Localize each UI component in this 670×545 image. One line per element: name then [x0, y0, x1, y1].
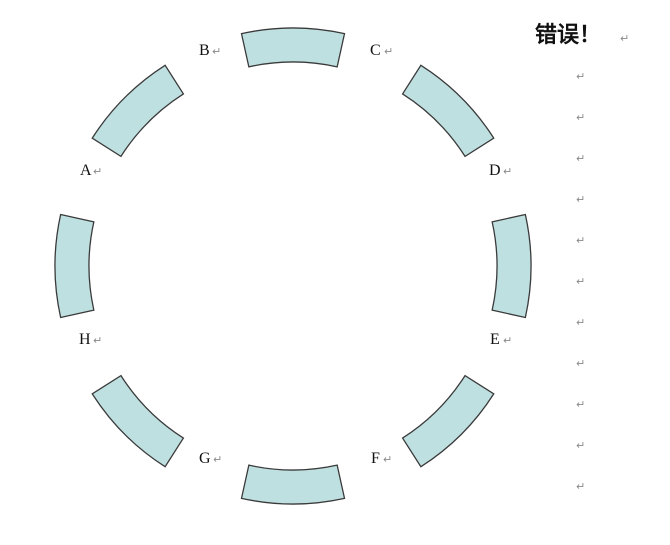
label-c: C: [370, 42, 381, 59]
paragraph-return-mark: ↵: [576, 398, 585, 411]
paragraph-return-mark: ↵: [576, 357, 585, 370]
segment-labels: A ↵ B ↵ C ↵ D ↵ E ↵ F ↵ G ↵ H ↵: [79, 42, 512, 467]
paragraph-return-mark: ↵: [576, 439, 585, 452]
label-g: G: [199, 450, 211, 467]
paragraph-return-mark: ↵: [576, 275, 585, 288]
error-return-mark: ↵: [620, 32, 629, 45]
ring-segment: [91, 374, 185, 468]
ring-segment: [54, 213, 95, 319]
label-g-return-mark: ↵: [213, 453, 222, 466]
label-f-return-mark: ↵: [383, 453, 392, 466]
label-e-return-mark: ↵: [503, 334, 512, 347]
label-d-return-mark: ↵: [503, 165, 512, 178]
ring-segments: [54, 27, 532, 505]
paragraph-return-mark: ↵: [576, 316, 585, 329]
label-d: D: [489, 162, 501, 179]
label-b-return-mark: ↵: [212, 45, 221, 58]
label-c-return-mark: ↵: [384, 45, 393, 58]
ring-segment: [240, 27, 346, 68]
ring-segment: [401, 374, 495, 468]
paragraph-return-mark: ↵: [576, 152, 585, 165]
error-heading: 错误！: [535, 22, 601, 48]
ring-segment: [91, 64, 185, 158]
label-h: H: [79, 331, 91, 348]
paragraph-marks-column: ↵ ↵ ↵ ↵ ↵ ↵ ↵ ↵ ↵ ↵ ↵: [576, 70, 585, 493]
ring-segment: [491, 213, 532, 319]
label-h-return-mark: ↵: [93, 334, 102, 347]
label-e: E: [490, 331, 500, 348]
label-a: A: [80, 162, 92, 179]
paragraph-return-mark: ↵: [576, 70, 585, 83]
label-f: F: [371, 450, 380, 467]
label-a-return-mark: ↵: [93, 165, 102, 178]
ring-segment: [401, 64, 495, 158]
paragraph-return-mark: ↵: [576, 480, 585, 493]
paragraph-return-mark: ↵: [576, 111, 585, 124]
ring-segment: [240, 464, 346, 505]
paragraph-return-mark: ↵: [576, 193, 585, 206]
paragraph-return-mark: ↵: [576, 234, 585, 247]
label-b: B: [199, 42, 210, 59]
